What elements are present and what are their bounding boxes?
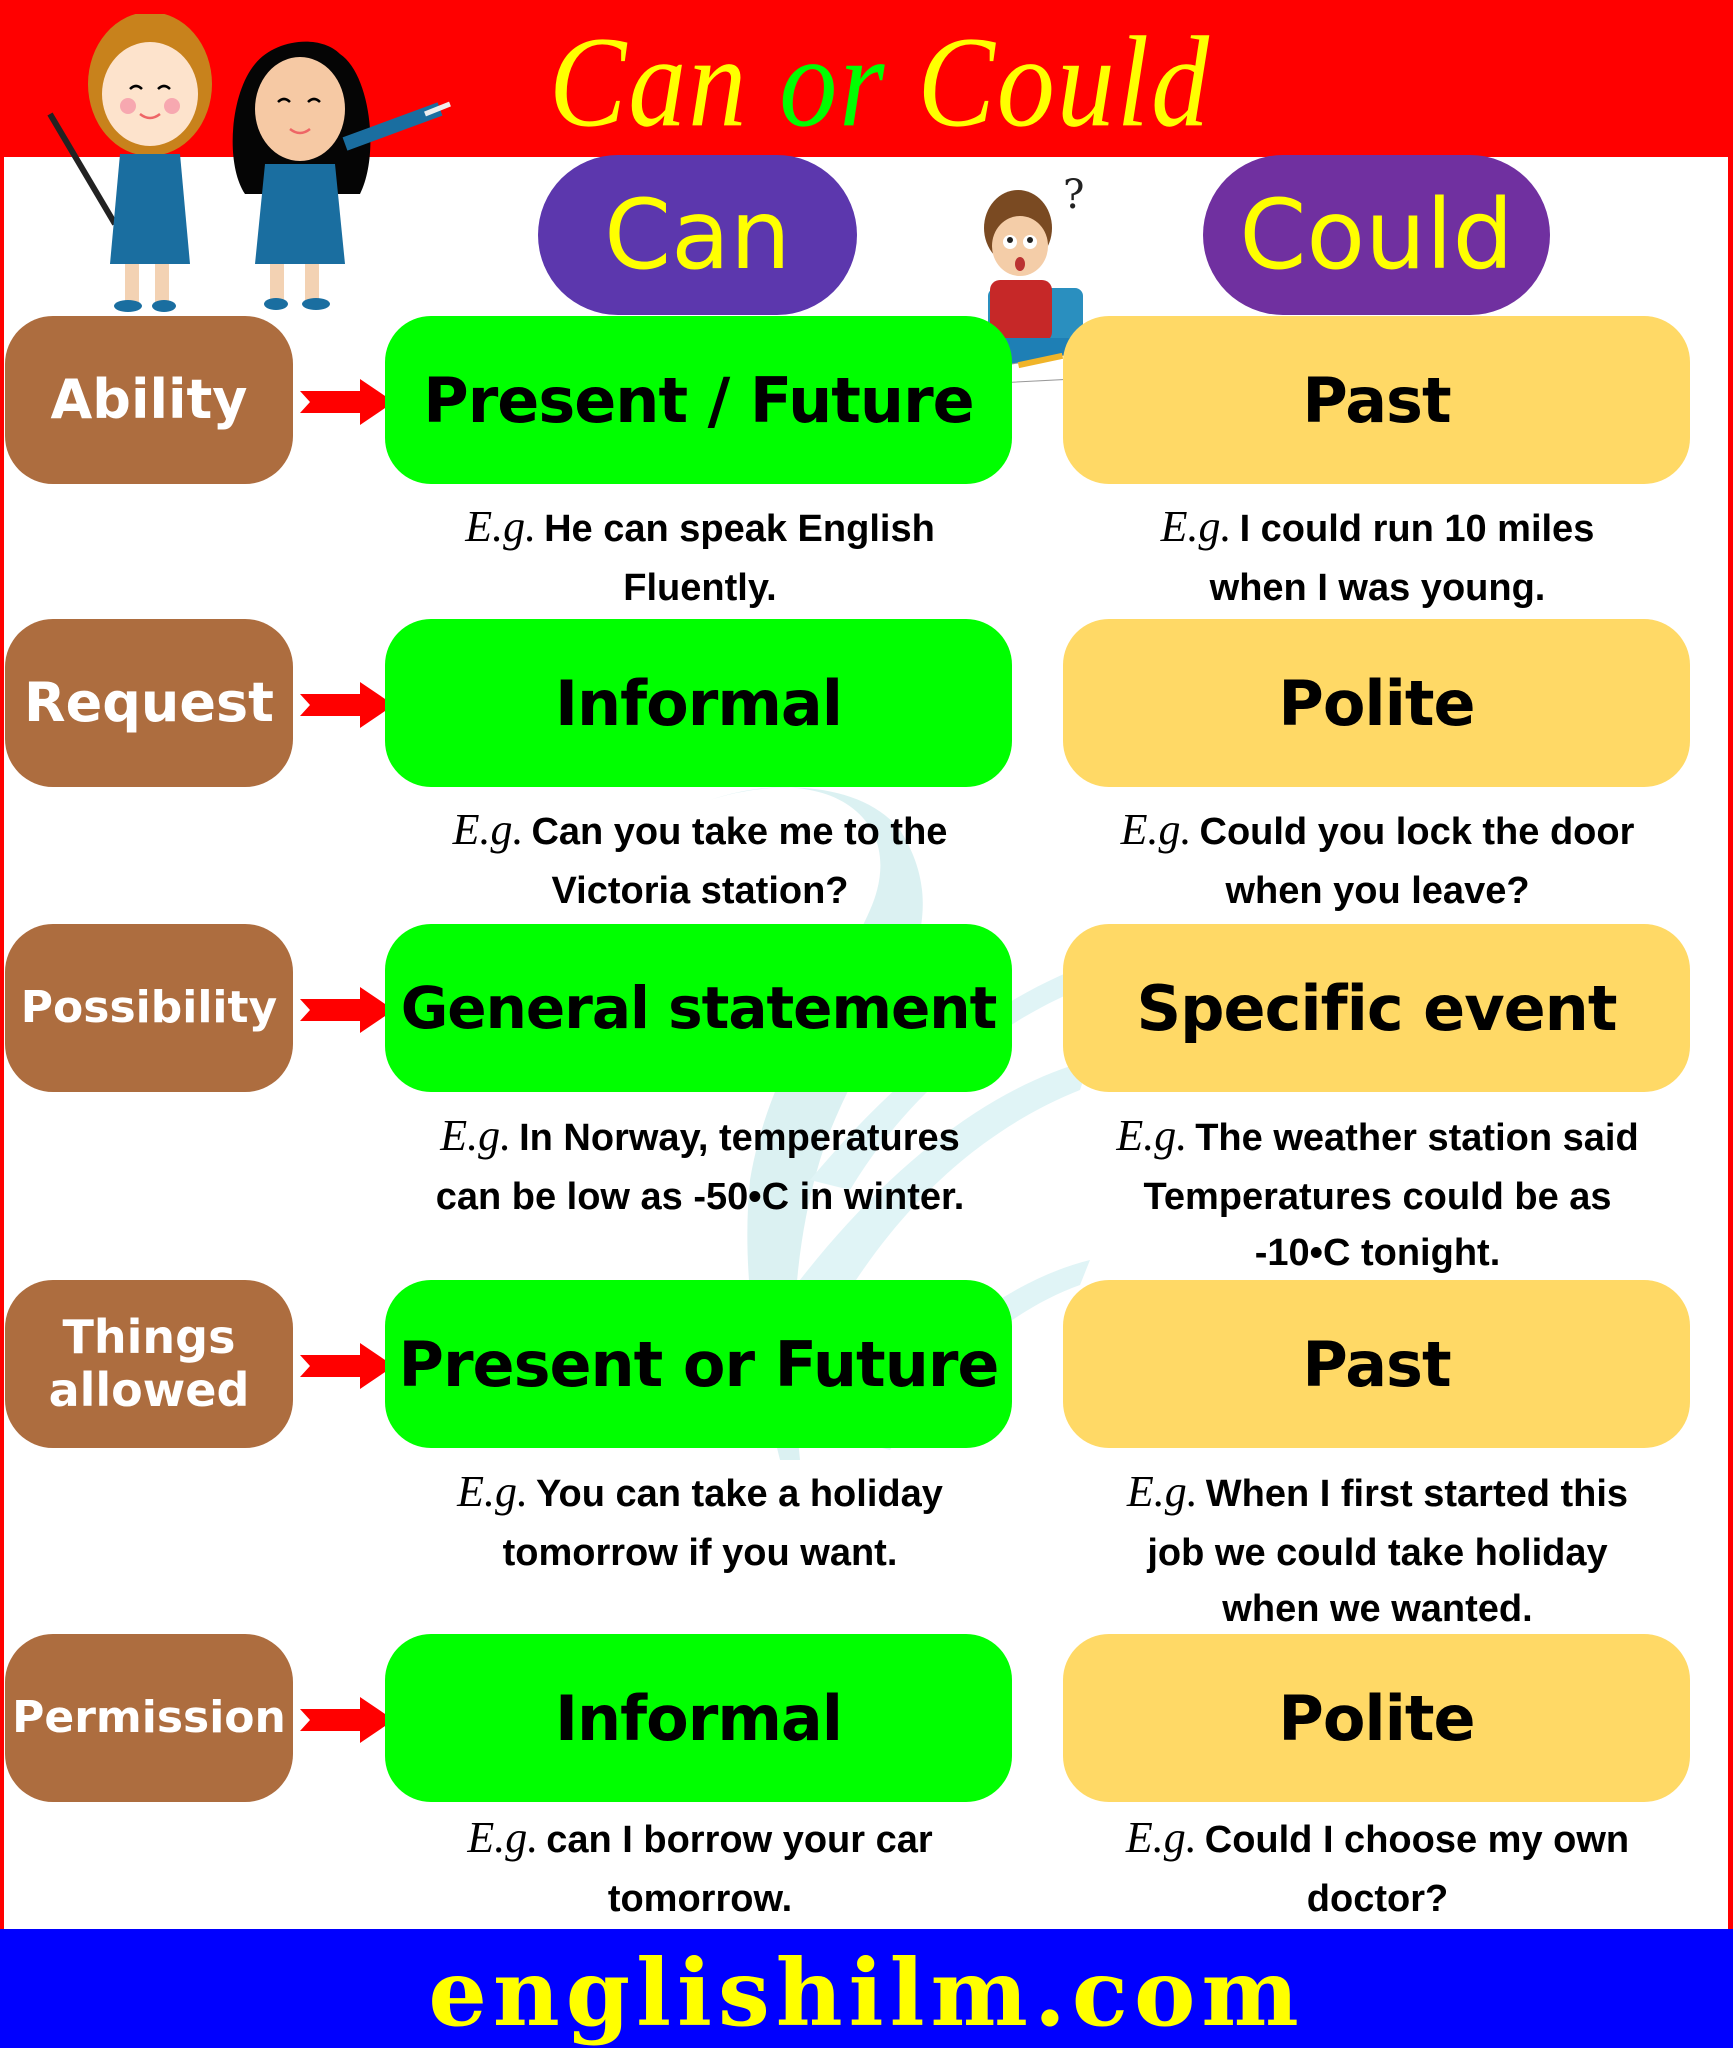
could-example-request: E.g.Could you lock the door when you lea… (1055, 800, 1700, 921)
row-label-text: Permission (12, 1691, 286, 1743)
could-usage-text: Past (1302, 363, 1451, 437)
could-example-ability: E.g.I could run 10 miles when I was youn… (1055, 497, 1700, 618)
example-line: Can you take me to the (531, 811, 948, 853)
can-usage-text: Present / Future (423, 363, 974, 437)
example-line: -10•C tonight. (1254, 1232, 1501, 1274)
example-line: when I was young. (1209, 567, 1546, 609)
could-usage-text: Polite (1278, 666, 1475, 740)
row-label-text: Request (24, 670, 274, 734)
could-usage-box-ability: Past (1063, 316, 1690, 484)
row-label-permission: Permission (5, 1634, 293, 1802)
eg-prefix: E.g. (440, 1111, 512, 1160)
example-line: tomorrow if you want. (502, 1532, 898, 1574)
arrow-right-icon (300, 682, 394, 728)
could-usage-box-permission: Polite (1063, 1634, 1690, 1802)
confused-boy-illustration-icon: ? (978, 172, 1098, 384)
eg-prefix: E.g. (1120, 805, 1192, 854)
row-label-ability: Ability (5, 316, 293, 484)
title-can: Can (548, 11, 780, 155)
eg-prefix: E.g. (457, 1467, 528, 1516)
could-usage-text: Specific event (1136, 971, 1618, 1045)
example-line: doctor? (1306, 1878, 1449, 1920)
example-line: when you leave? (1225, 870, 1530, 912)
example-line: Could I choose my own (1204, 1819, 1630, 1861)
title-or: or (779, 11, 887, 155)
arrow-right-icon (300, 1697, 394, 1743)
could-usage-box-things-allowed: Past (1063, 1280, 1690, 1448)
eg-prefix: E.g. (1116, 1111, 1188, 1160)
can-example-possibility: E.g.In Norway, temperatures can be low a… (375, 1106, 1025, 1227)
footer-banner: englishilm.com (0, 1929, 1733, 2048)
could-example-possibility: E.g.The weather station said Temperature… (1055, 1106, 1700, 1279)
teachers-illustration-icon (47, 14, 451, 312)
eg-prefix: E.g. (467, 1813, 539, 1862)
example-line: Temperatures could be as (1143, 1176, 1612, 1218)
could-example-things-allowed: E.g.When I first started this job we cou… (1055, 1462, 1700, 1635)
can-column-label: Can (604, 179, 791, 291)
can-usage-box-request: Informal (385, 619, 1012, 787)
example-line: He can speak English (544, 508, 935, 550)
can-example-permission: E.g.can I borrow your car tomorrow. (375, 1808, 1025, 1929)
example-line: job we could take holiday (1147, 1532, 1608, 1574)
could-column-header: Could (1203, 155, 1550, 315)
eg-prefix: E.g. (465, 502, 537, 551)
could-usage-text: Polite (1278, 1681, 1475, 1755)
can-example-things-allowed: E.g.You can take a holiday tomorrow if y… (375, 1462, 1025, 1583)
example-line: when we wanted. (1222, 1588, 1533, 1630)
can-usage-text: General statement (400, 974, 998, 1042)
example-line: You can take a holiday (536, 1473, 943, 1515)
can-usage-box-ability: Present / Future (385, 316, 1012, 484)
could-usage-box-possibility: Specific event (1063, 924, 1690, 1092)
arrow-right-icon (300, 1343, 394, 1389)
arrow-right-icon (300, 987, 394, 1033)
page-title: Can or Could (540, 10, 1220, 156)
eg-prefix: E.g. (1126, 1467, 1198, 1516)
row-label-text: Things (62, 1310, 236, 1365)
example-line: tomorrow. (607, 1878, 793, 1920)
title-could: Could (886, 11, 1212, 155)
row-label-text: allowed (48, 1363, 250, 1417)
could-column-label: Could (1239, 179, 1514, 291)
can-example-request: E.g.Can you take me to the Victoria stat… (375, 800, 1025, 921)
can-usage-box-permission: Informal (385, 1634, 1012, 1802)
can-usage-box-possibility: General statement (385, 924, 1012, 1092)
site-url: englishilm.com (428, 1938, 1305, 2047)
row-label-request: Request (5, 619, 293, 787)
example-line: When I first started this (1205, 1473, 1629, 1515)
can-usage-box-things-allowed: Present or Future (385, 1280, 1012, 1448)
can-usage-text: Present or Future (398, 1327, 1000, 1401)
example-line: Fluently. (623, 567, 777, 609)
could-usage-box-request: Polite (1063, 619, 1690, 787)
example-line: can I borrow your car (546, 1819, 933, 1861)
eg-prefix: E.g. (452, 805, 524, 854)
can-column-header: Can (538, 155, 857, 315)
svg-text:?: ? (1063, 172, 1084, 218)
example-line: The weather station said (1195, 1117, 1639, 1159)
example-line: Victoria station? (551, 870, 849, 912)
example-line: can be low as -50•C in winter. (435, 1176, 965, 1218)
row-label-text: Ability (50, 367, 248, 431)
could-example-permission: E.g.Could I choose my own doctor? (1055, 1808, 1700, 1929)
example-line: Could you lock the door (1199, 811, 1635, 853)
eg-prefix: E.g. (1160, 502, 1232, 551)
could-usage-text: Past (1302, 1327, 1451, 1401)
eg-prefix: E.g. (1125, 1813, 1197, 1862)
row-label-possibility: Possibility (5, 924, 293, 1092)
row-label-text: Possibility (20, 981, 278, 1033)
example-line: I could run 10 miles (1239, 508, 1595, 550)
arrow-right-icon (300, 379, 394, 425)
can-usage-text: Informal (554, 1681, 843, 1755)
example-line: In Norway, temperatures (519, 1117, 960, 1159)
row-label-things-allowed: Things allowed (5, 1280, 293, 1448)
can-usage-text: Informal (554, 666, 843, 740)
can-example-ability: E.g.He can speak English Fluently. (375, 497, 1025, 618)
